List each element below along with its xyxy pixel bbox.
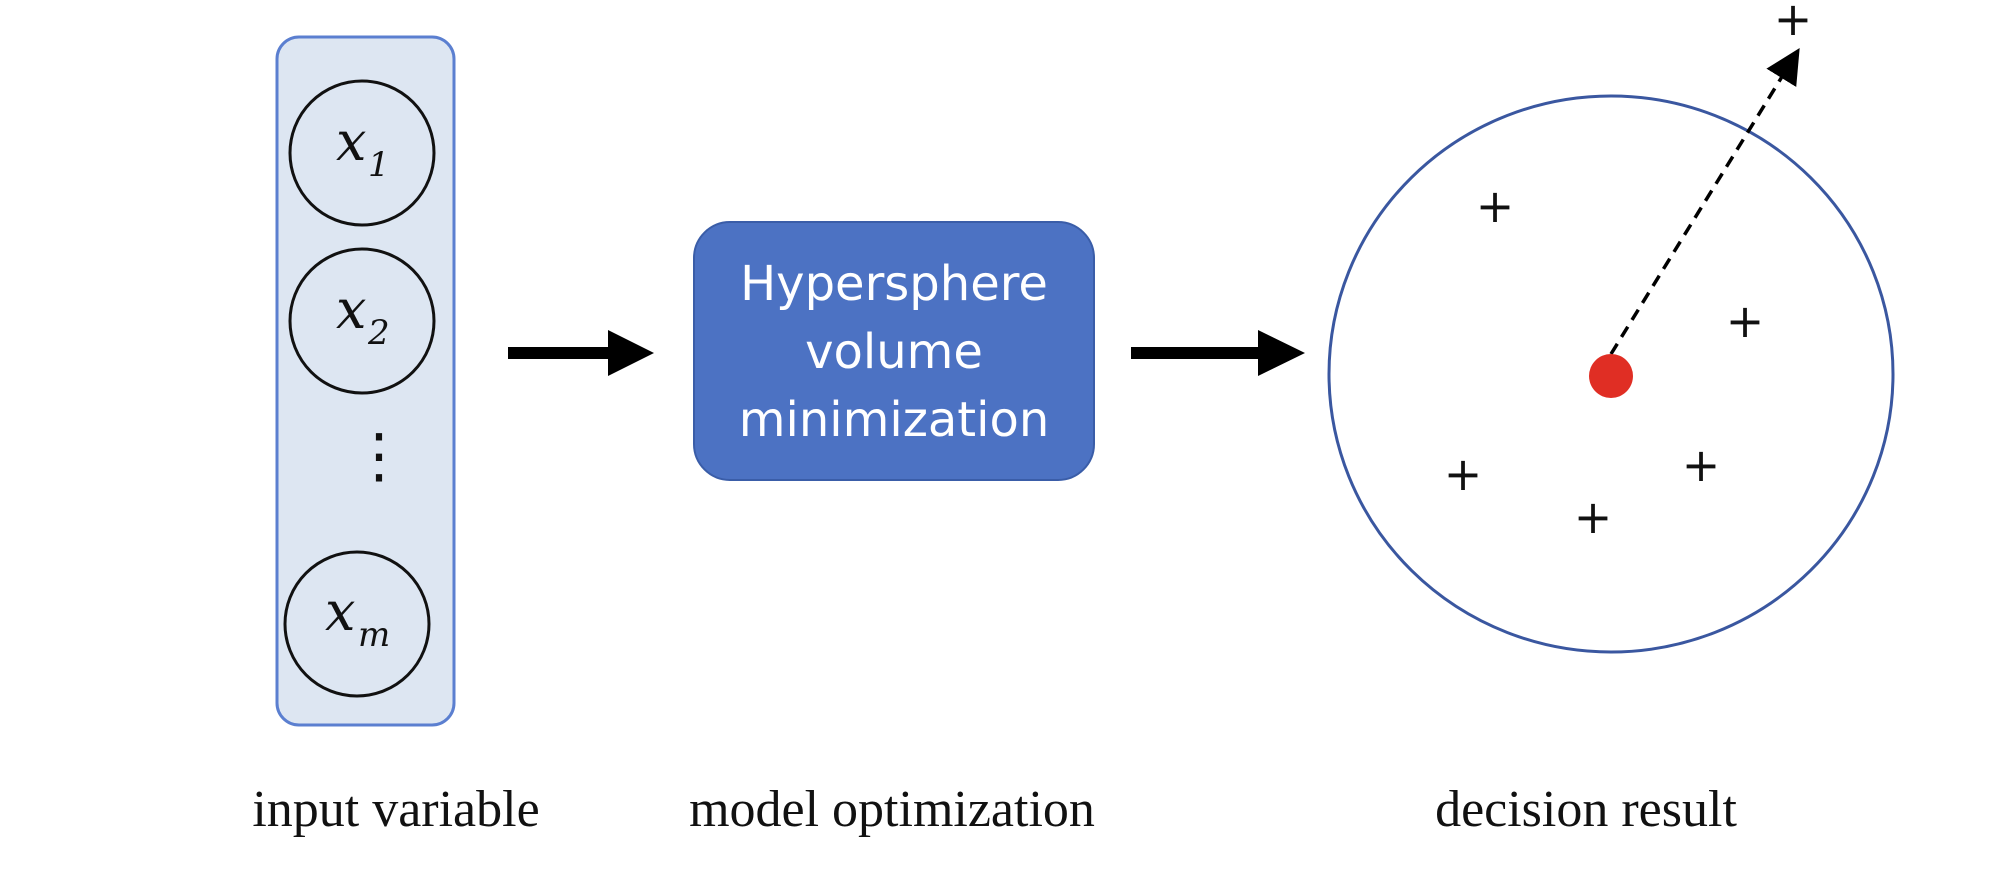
variable-node-x2: x 2 <box>288 247 436 395</box>
radius-dashed-arrow <box>1609 48 1800 355</box>
inside-sample-marker: + <box>1444 447 1483 501</box>
outlier-sample-marker: + <box>1774 0 1813 46</box>
caption-decision-result: decision result <box>1435 781 1737 838</box>
model-box-background <box>693 221 1095 481</box>
model-box-line-3: minimization <box>739 392 1050 448</box>
inside-sample-marker: + <box>1476 179 1515 233</box>
inside-sample-marker: + <box>1682 438 1721 492</box>
variable-subscript-x1: 1 <box>368 145 390 185</box>
caption-model-optimization: model optimization <box>689 781 1095 838</box>
caption-input-variable: input variable <box>252 781 539 838</box>
variable-node-x1: x 1 <box>288 79 436 227</box>
variable-subscript-x2: 2 <box>367 313 390 353</box>
arrow-input-to-model <box>508 330 654 376</box>
variable-subscript-xm: m <box>358 615 390 655</box>
variable-ellipsis: ⋮ <box>349 421 409 491</box>
inside-sample-marker: + <box>1726 294 1765 348</box>
variable-node-xm: x m <box>283 550 431 698</box>
variable-label-x1: x <box>336 110 366 173</box>
variable-label-xm: x <box>325 580 355 643</box>
hypersphere-boundary <box>1327 94 1895 654</box>
model-optimization-box: Hypersphere volume minimization <box>693 221 1095 481</box>
inside-sample-marker: + <box>1574 490 1613 544</box>
variable-label-x2: x <box>336 278 366 341</box>
hypersphere-center <box>1589 354 1633 398</box>
model-box-line-2: volume <box>805 324 983 380</box>
arrow-model-to-decision <box>1131 330 1305 376</box>
model-box-line-1: Hypersphere <box>740 256 1048 312</box>
input-variable-panel: x 1 x 2 ⋮ x m <box>275 35 456 727</box>
decision-hypersphere: + + + + + + <box>1327 0 1895 654</box>
input-panel-background <box>275 35 456 727</box>
